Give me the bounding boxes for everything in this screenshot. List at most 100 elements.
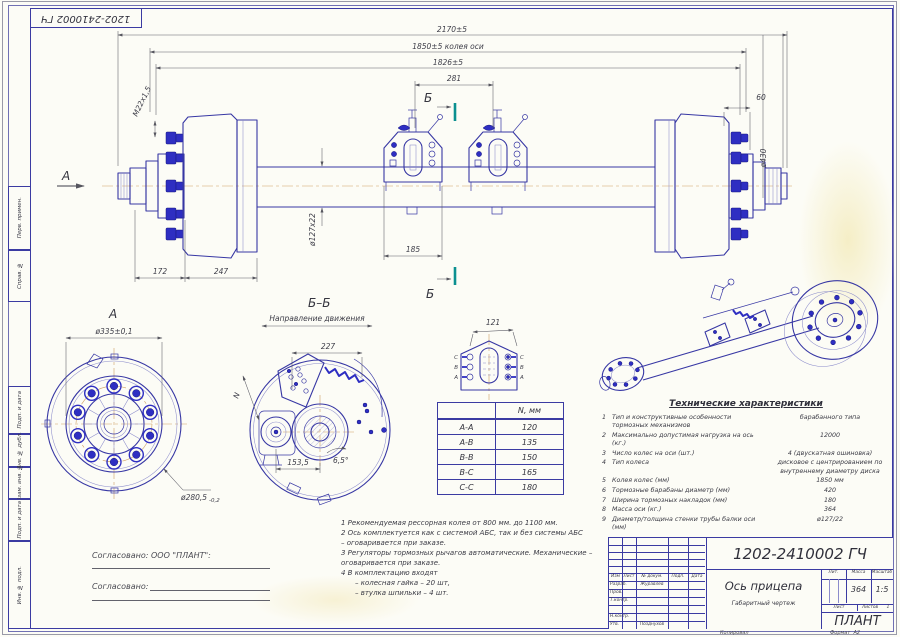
dim-overall: 2170±5	[437, 25, 467, 34]
hub-spokes	[84, 394, 144, 454]
doc-number-stamp: 1202-2410002 ГЧ	[30, 8, 142, 28]
tb-scale-value: 1:5	[875, 585, 889, 594]
dim-hub2: 247	[214, 267, 229, 276]
seat-outline	[460, 340, 518, 391]
view-a-hub-face: А	[41, 307, 220, 504]
brake-drum-left	[182, 113, 238, 259]
dim-bore-tolerance: -0,2	[209, 498, 220, 504]
note-line: 3 Регуляторы тормозных рычагов автоматич…	[341, 548, 593, 557]
section-b-b-view: Б–Б Направление движения	[231, 296, 391, 506]
section-marker-bottom: Б	[426, 267, 457, 301]
table-header-value: N, мм	[517, 406, 542, 415]
rim-ear	[86, 353, 104, 369]
dim-track: 1850±5 колея оси	[412, 42, 484, 51]
margin-stamp-podp-data-2: Подп. и дата	[8, 499, 31, 541]
rim-tab	[110, 353, 119, 360]
dim-outer-label: ø335±0,1	[94, 327, 132, 336]
dimensions: 2170±5 1850±5 колея оси 1826±5 281 60 17…	[117, 25, 788, 282]
wheel-studs-right	[730, 131, 749, 241]
tb-name: Журавлев	[640, 582, 664, 587]
note-line: – оговаривается при заказе.	[341, 538, 447, 547]
wheel-studs-left	[165, 131, 184, 241]
wheel-studs-face	[70, 378, 158, 470]
signature-line	[92, 600, 270, 601]
margin-stamp-inv-podl: Инв. № подл.	[8, 541, 31, 629]
svg-text:В: В	[454, 365, 458, 371]
svg-text:А: А	[519, 375, 524, 381]
dim-width-label: 227	[321, 342, 336, 351]
rim-tab	[44, 419, 51, 428]
tube-tab-left	[406, 206, 418, 215]
cam-housing	[258, 410, 296, 466]
view-b-title: Б–Б	[308, 296, 330, 310]
tb-col-docnum: № докум.	[641, 574, 663, 579]
left-hub-assembly	[117, 113, 258, 259]
table-header-key	[438, 403, 496, 418]
brake-drum-right	[674, 113, 730, 259]
note-line: 2 Ось комплектуется как с системой АБС, …	[341, 528, 583, 537]
view-a-marker: А	[57, 169, 85, 189]
slot-marks	[483, 356, 495, 376]
view-a-letter: А	[61, 169, 70, 183]
iso-right-drum	[784, 280, 879, 367]
tb-scale-label: Масштаб	[871, 570, 893, 575]
tb-col-podp: Подп.	[671, 574, 685, 579]
tb-col-list: Лист	[623, 574, 635, 579]
backplate-circle	[249, 359, 391, 501]
dim-angle-label: 6,5°	[333, 456, 349, 465]
dim-bracket: 185	[406, 245, 421, 254]
main-axle-view: Б Б А 2170±5 1850±5 колея оси	[57, 25, 792, 301]
dim-base-label: 153,5	[287, 458, 309, 467]
approvals-block: Согласовано: ООО "ПЛАНТ": Согласовано:	[92, 551, 270, 601]
iso-brake-fittings	[702, 278, 800, 347]
tb-role: Разраб.	[610, 582, 627, 587]
svg-text:А: А	[453, 375, 458, 381]
brake-shoe-edge	[353, 358, 383, 418]
tb-role: Н.контр.	[610, 614, 630, 619]
approval-line-2: Согласовано:	[92, 582, 149, 591]
dim-drum: ø430	[759, 148, 768, 168]
tb-doc-number: 1202-2410002 ГЧ	[733, 544, 867, 563]
rim-tab	[110, 487, 119, 494]
mount-holes	[462, 353, 516, 381]
section-marker-top: Б	[424, 91, 457, 121]
dim-121-label: 121	[486, 318, 500, 327]
view-a-dimensions: ø335±0,1 ø280,5 -0,2	[65, 327, 220, 504]
margin-stamp-perv-primen: Перв. примен.	[8, 186, 31, 250]
right-hub-assembly	[654, 113, 788, 259]
tube-tab-right	[491, 206, 503, 215]
signature-line	[92, 568, 270, 569]
margin-stamp-podp-data-1: Подп. и дата	[8, 386, 31, 434]
return-spring	[324, 366, 365, 383]
spring-bracket-right	[468, 109, 529, 192]
drawing-notes: 1 Рекомендуемая рессорная колея от 800 м…	[341, 519, 637, 599]
dim-spring-span: 281	[447, 74, 461, 83]
note-line: оговаривается при заказе.	[341, 558, 441, 567]
slack-adjuster-bracket	[277, 353, 325, 408]
tb-mass-label: Масса	[851, 570, 866, 575]
svg-text:В: В	[520, 365, 524, 371]
margin-stamp-inv-dubl: Инв. № дубл.	[8, 432, 31, 469]
tb-role: Т.контр.	[610, 598, 629, 603]
isometric-axle-view	[599, 278, 879, 391]
margin-stamp-vzam-inv: Взам. инв. №	[8, 464, 31, 502]
approval-line-1: Согласовано: ООО "ПЛАНТ":	[92, 551, 211, 560]
seat-slot	[479, 347, 499, 384]
spring-seat-detail: С В А С В А 121	[453, 318, 524, 400]
detail-dimension: 121	[469, 318, 518, 347]
note-line: 4 В комплектацию входят	[341, 568, 438, 577]
signature-line	[150, 582, 270, 591]
tb-sheets-value: 1	[886, 605, 890, 610]
tb-name: Позднухов	[639, 622, 665, 627]
